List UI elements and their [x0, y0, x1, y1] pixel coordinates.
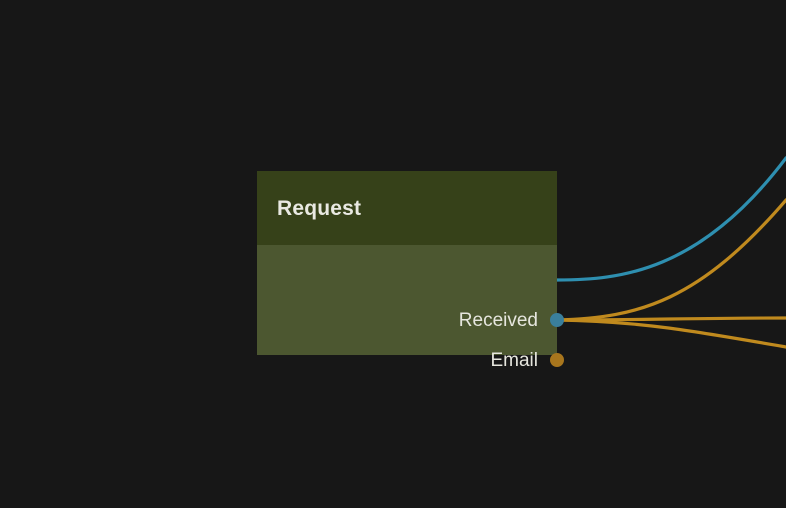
node-body: Received Email	[257, 245, 564, 370]
connection-wire-email-1[interactable]	[555, 316, 786, 322]
node-title: Request	[277, 196, 362, 220]
node-request[interactable]: Request Received Email	[257, 171, 564, 370]
output-port-row-email[interactable]: Email	[257, 349, 564, 371]
output-port-dot-received[interactable]	[550, 313, 564, 327]
output-port-label-received: Received	[458, 309, 538, 331]
output-port-label-email: Email	[490, 349, 538, 371]
connection-wire-received-0[interactable]	[555, 156, 786, 282]
output-port-row-received[interactable]: Received	[257, 309, 564, 331]
connection-wire-email-0[interactable]	[555, 198, 786, 322]
node-header[interactable]: Request	[257, 171, 557, 245]
output-port-dot-email[interactable]	[550, 353, 564, 367]
connection-wire-email-2[interactable]	[555, 318, 786, 349]
